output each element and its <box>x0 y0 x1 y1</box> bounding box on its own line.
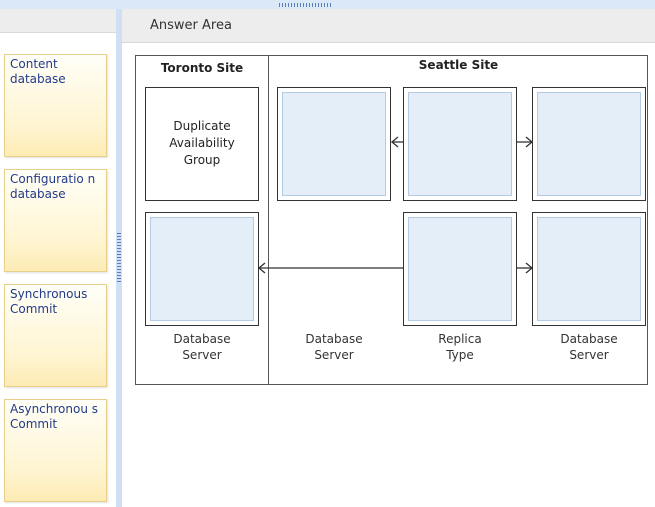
label-toronto-database-server: Database Server <box>173 332 231 362</box>
drag-item-asynchronous-commit[interactable]: Asynchronou s Commit <box>4 399 107 502</box>
arrow-head-bottom-right <box>525 262 534 274</box>
answer-diagram-frame <box>135 55 648 385</box>
drag-item-label: Configuratio n database <box>10 172 96 201</box>
drop-slot[interactable] <box>537 217 641 321</box>
label-seattle-database-server-right: Database Server <box>560 332 618 362</box>
label-replica-type: Replica Type <box>438 332 482 362</box>
drop-target-seattle-bottom-right[interactable] <box>532 212 646 326</box>
drag-source-pane: Content database Configuratio n database… <box>0 33 116 507</box>
answer-area-title: Answer Area <box>150 18 232 33</box>
drop-target-seattle-top-left[interactable] <box>277 87 391 201</box>
drop-slot[interactable] <box>150 217 254 321</box>
toronto-site-title: Toronto Site <box>160 61 244 75</box>
drop-target-seattle-top-right[interactable] <box>532 87 646 201</box>
drag-item-synchronous-commit[interactable]: Synchronous Commit <box>4 284 107 387</box>
drag-item-label: Synchronous Commit <box>10 287 88 316</box>
drag-item-label: Asynchronou s Commit <box>10 402 99 431</box>
drop-slot[interactable] <box>282 92 386 196</box>
duplicate-box-text: Duplicate Availability Group <box>169 119 235 167</box>
splitter-grip-handle[interactable] <box>117 232 121 282</box>
drop-slot[interactable] <box>537 92 641 196</box>
seattle-site-title: Seattle Site <box>418 58 499 72</box>
site-divider <box>268 55 269 385</box>
drop-slot[interactable] <box>408 217 512 321</box>
drop-slot[interactable] <box>408 92 512 196</box>
duplicate-availability-group-box: Duplicate Availability Group <box>145 87 259 201</box>
arrow-head-top-right <box>525 136 534 148</box>
left-pane-header <box>0 9 116 33</box>
answer-area-header <box>122 9 655 43</box>
drop-target-seattle-bottom-center[interactable] <box>403 212 517 326</box>
drag-item-label: Content database <box>10 57 66 86</box>
drag-item-configuration-database[interactable]: Configuratio n database <box>4 169 107 272</box>
label-seattle-database-server-left: Database Server <box>305 332 363 362</box>
top-grip-handle[interactable] <box>279 3 331 7</box>
drag-item-content-database[interactable]: Content database <box>4 54 107 157</box>
drop-target-toronto-server[interactable] <box>145 212 259 326</box>
drop-target-seattle-top-center[interactable] <box>403 87 517 201</box>
arrow-head-bottom-left <box>257 262 266 274</box>
arrow-head-top-left <box>390 136 399 148</box>
top-splitter-bar[interactable] <box>0 0 655 9</box>
